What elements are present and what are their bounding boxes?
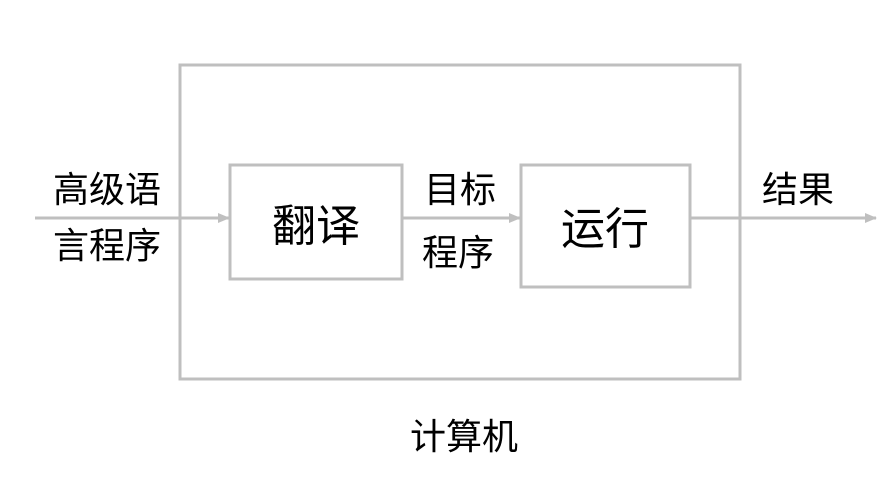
- output-label: 结果: [762, 170, 834, 211]
- translate-box: [228, 163, 404, 281]
- run-box-label: 运行: [561, 204, 649, 255]
- computer-box: [178, 63, 742, 381]
- run-box: [519, 163, 692, 289]
- translate-box-label: 翻译: [272, 201, 360, 252]
- input-label-line2: 言程序: [53, 226, 161, 267]
- input-label-line1: 高级语: [53, 170, 161, 211]
- middle-label-line1: 目标: [424, 170, 496, 211]
- computer-label: 计算机: [410, 417, 518, 458]
- middle-label-line2: 程序: [422, 233, 494, 274]
